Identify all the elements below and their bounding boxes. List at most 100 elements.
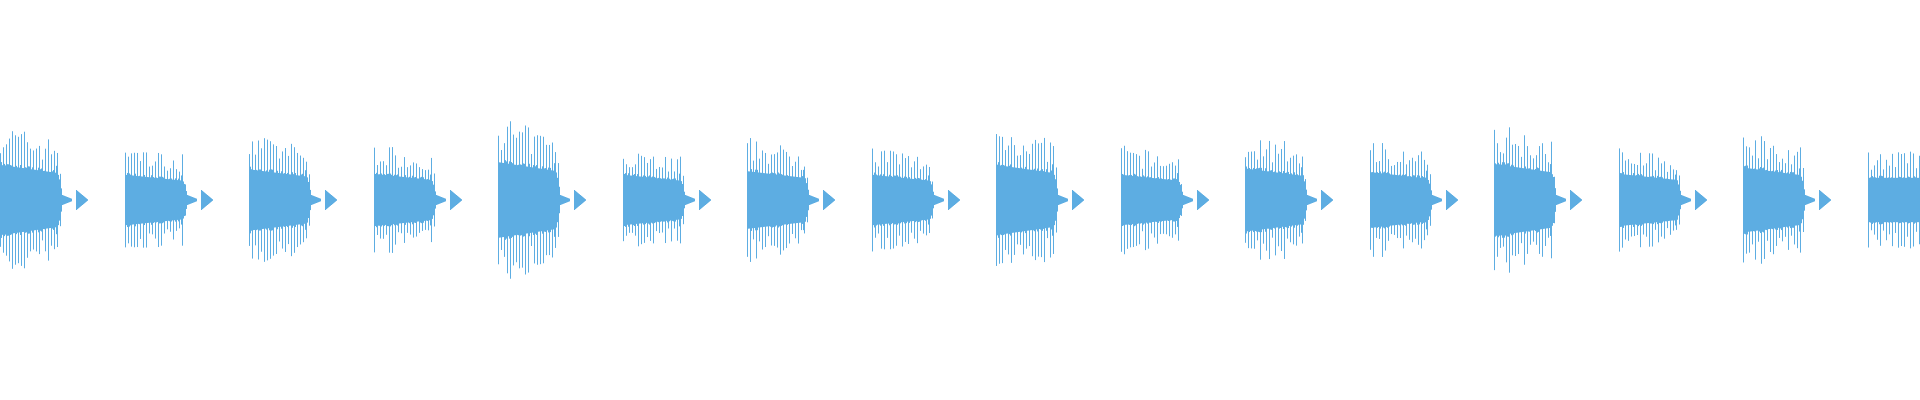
waveform-sample [941, 197, 942, 203]
waveform-sample [798, 156, 799, 244]
waveform-sample [389, 147, 390, 253]
waveform-sample [1190, 197, 1191, 203]
waveform-sample [48, 139, 49, 261]
waveform-sample [912, 178, 913, 222]
waveform-sample [1006, 166, 1007, 234]
waveform-sample [204, 192, 205, 208]
waveform-sample [139, 175, 140, 225]
waveform-sample [1046, 169, 1047, 231]
waveform-sample [1538, 168, 1539, 232]
waveform-sample [1683, 195, 1684, 205]
waveform-sample [1154, 162, 1155, 238]
waveform-sample [791, 176, 792, 224]
waveform-sample [756, 141, 757, 259]
waveform-sample [1494, 129, 1495, 271]
waveform-sample [290, 174, 291, 226]
waveform-sample [300, 155, 301, 245]
waveform-sample [790, 176, 791, 224]
waveform-sample [1681, 195, 1682, 205]
waveform-sample [1869, 177, 1870, 223]
waveform-sample [303, 157, 304, 243]
waveform-sample [161, 154, 162, 246]
waveform-sample [531, 153, 532, 247]
waveform-sample [10, 165, 11, 235]
waveform-sample [1625, 160, 1626, 240]
waveform-sample [0, 153, 1, 247]
waveform-sample [1804, 189, 1805, 211]
waveform-sample [1192, 198, 1193, 202]
waveform-sample [1896, 177, 1897, 223]
waveform-sample [433, 184, 434, 216]
waveform-sample [950, 191, 951, 209]
waveform-sample [793, 176, 794, 224]
waveform-sample [575, 190, 576, 210]
waveform-sample [1703, 196, 1704, 204]
waveform-sample [1011, 137, 1012, 263]
waveform-sample [1304, 181, 1305, 219]
waveform-sample [1756, 169, 1757, 231]
waveform-sample [1314, 197, 1315, 203]
waveform-sample [330, 194, 331, 206]
waveform-sample [147, 177, 148, 223]
waveform-sample [1411, 176, 1412, 224]
waveform-sample [1175, 165, 1176, 235]
waveform-sample [332, 195, 333, 205]
waveform-sample [308, 181, 309, 219]
waveform-sample [426, 179, 427, 221]
waveform-sample [929, 166, 930, 234]
waveform-sample [165, 178, 166, 222]
waveform-sample [1061, 196, 1062, 204]
waveform-sample [1450, 193, 1451, 207]
waveform-sample [1899, 176, 1900, 224]
waveform-sample [1288, 171, 1289, 229]
waveform-sample [47, 171, 48, 229]
waveform-sample [1520, 167, 1521, 233]
waveform-sample [1276, 172, 1277, 228]
waveform-sample [646, 177, 647, 223]
waveform-sample [1634, 163, 1635, 237]
waveform-sample [42, 159, 43, 241]
waveform-sample [445, 198, 446, 202]
waveform-sample [1889, 165, 1890, 235]
waveform-sample [208, 195, 209, 205]
waveform-sample [1132, 175, 1133, 225]
waveform-sample [266, 170, 267, 230]
waveform-sample [1310, 196, 1311, 204]
waveform-sample [1674, 179, 1675, 221]
waveform-sample [1824, 194, 1825, 206]
waveform-sample [1675, 174, 1676, 226]
waveform-sample [133, 175, 134, 225]
waveform-sample [1553, 177, 1554, 223]
waveform-sample [1063, 197, 1064, 203]
waveform-sample [1619, 148, 1620, 252]
waveform-sample [1662, 177, 1663, 223]
waveform-sample [385, 175, 386, 225]
waveform-sample [1900, 177, 1901, 223]
waveform-sample [1311, 196, 1312, 204]
waveform-sample [1556, 195, 1557, 205]
waveform-sample [1745, 165, 1746, 235]
waveform-sample [1378, 173, 1379, 227]
waveform-sample [1636, 175, 1637, 225]
waveform-sample [773, 173, 774, 227]
waveform-sample [285, 148, 286, 252]
waveform-sample [1665, 178, 1666, 222]
waveform-sample [505, 160, 506, 240]
waveform-sample [896, 154, 897, 246]
waveform-sample [545, 168, 546, 232]
waveform-sample [625, 173, 626, 227]
waveform-sample [154, 177, 155, 223]
waveform-sample [384, 174, 385, 226]
waveform-sample [921, 179, 922, 221]
waveform-sample [1024, 168, 1025, 232]
waveform-sample [525, 125, 526, 275]
waveform-sample [1799, 168, 1800, 232]
waveform-sample [436, 195, 437, 205]
waveform-sample [1557, 195, 1558, 205]
waveform-sample [1680, 190, 1681, 210]
waveform-sample [1253, 167, 1254, 233]
waveform-sample [1287, 161, 1288, 239]
waveform-sample [916, 178, 917, 222]
waveform-sample [438, 195, 439, 205]
waveform-sample [749, 171, 750, 229]
